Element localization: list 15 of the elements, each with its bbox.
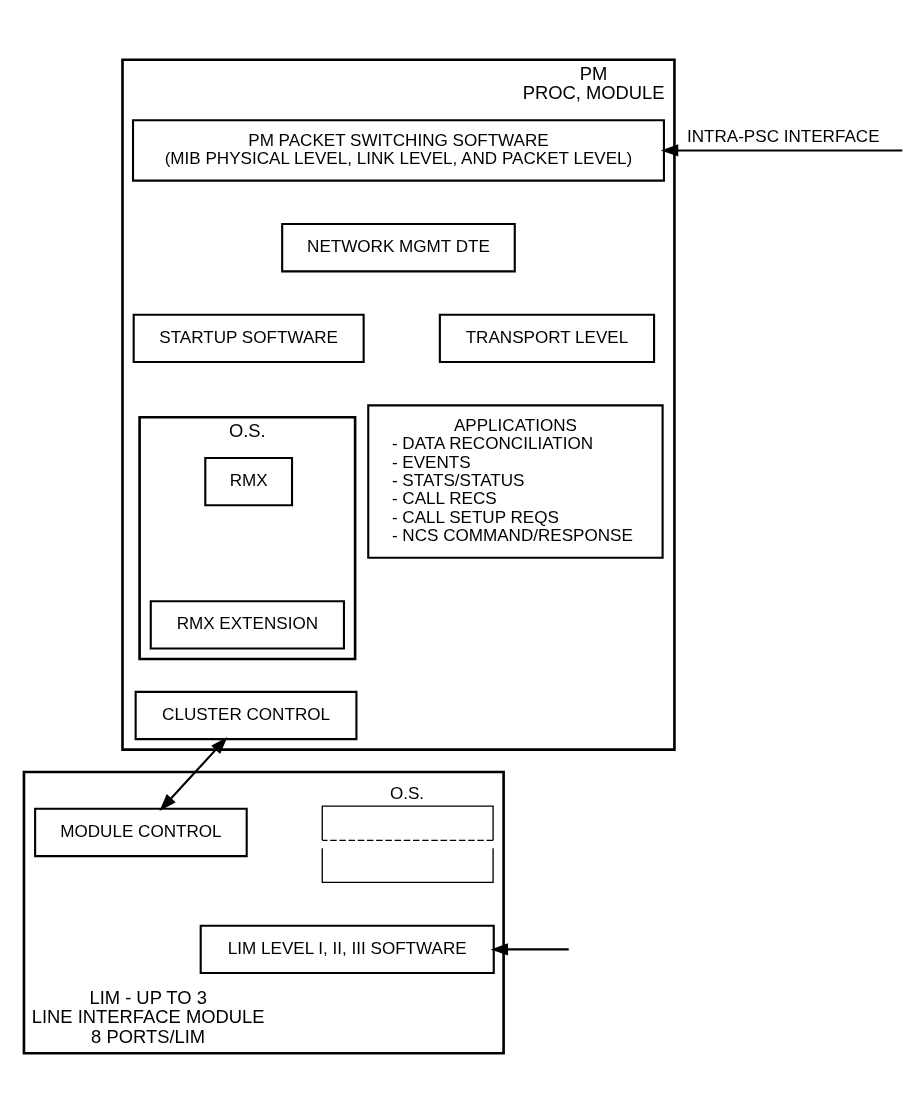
node-box: NETWORK MGMT DTE xyxy=(281,222,516,272)
node-box: APPLICATIONS - DATA RECONCILIATION - EVENTS - STATS/STATUS - CALL RECS - CALL SETUP REQS - NCS COMMAND/RESPONSE xyxy=(367,403,664,559)
edge-label: INTRA-PSC INTERFACE xyxy=(686,126,880,146)
arrow xyxy=(660,143,903,157)
node-box: MODULE CONTROL xyxy=(34,807,248,857)
node-box: RMX EXTENSION xyxy=(149,599,345,650)
node-box: TRANSPORT LEVEL xyxy=(438,313,656,363)
node-box: STARTUP SOFTWARE xyxy=(132,313,365,363)
arrow xyxy=(490,942,569,955)
arrow xyxy=(159,736,228,811)
node-box: RMX xyxy=(204,456,294,506)
node-box: CLUSTER CONTROL xyxy=(134,690,358,740)
node-box: PM PACKET SWITCHING SOFTWARE (MIB PHYSICAL LEVEL, LINK LEVEL, AND PACKET LEVEL) xyxy=(131,118,665,182)
node-text: O.S. xyxy=(389,783,425,803)
node-box: LIM LEVEL I, II, III SOFTWARE xyxy=(199,924,495,974)
